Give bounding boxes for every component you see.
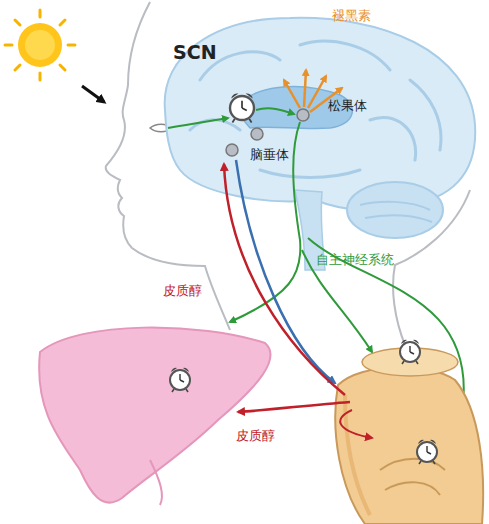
cortisol-label: 皮质醇 [236,428,275,444]
pituitary-label: 脑垂体 [250,147,289,163]
clock-icon [230,93,254,122]
brain [165,18,476,270]
clock-icon [170,368,190,392]
ans-label: 自主神经系统 [316,252,394,268]
melatonin-label: 褪黑素 [332,8,371,24]
cortisol-to-brain [224,164,345,395]
pituitary-signal [236,160,335,383]
light-arrow [82,86,104,102]
liver [39,328,270,505]
scn-label: SCN [173,41,217,64]
clock-icon [417,440,437,464]
pineal-label: 松果体 [328,98,367,114]
cortisol-label: 皮质醇 [163,283,202,299]
sun [5,10,75,80]
cortisol-local [340,410,372,438]
clock-icon [400,340,420,364]
kidney [335,348,483,524]
cortisol-to-liver [238,402,350,412]
